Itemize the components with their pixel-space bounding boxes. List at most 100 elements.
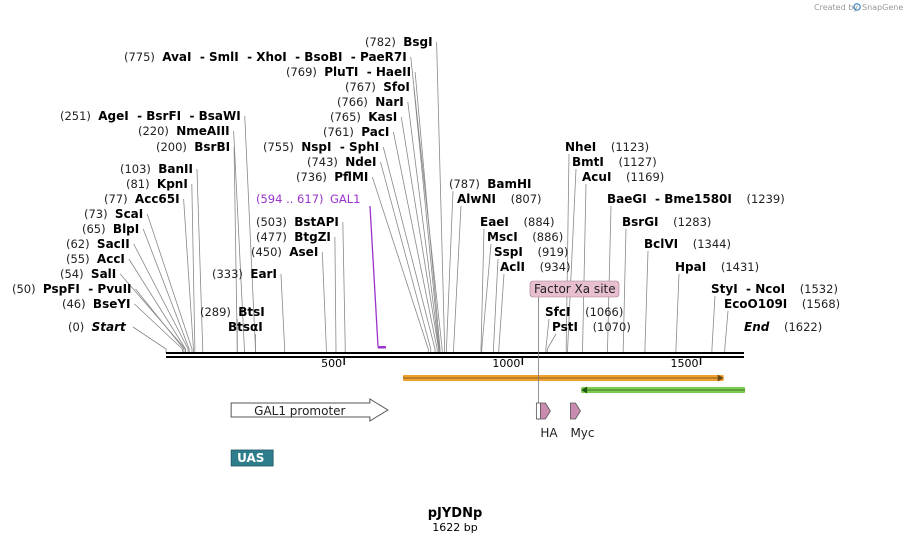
primer-gal1[interactable]: (594 .. 617) GAL1 — [256, 192, 386, 349]
site-label: BtsαI — [228, 320, 263, 334]
site-label: (65) BlpI — [82, 222, 139, 236]
site-label: (220) NmeAIII — [138, 124, 230, 138]
orf-green[interactable] — [581, 386, 746, 394]
enzyme-name[interactable]: SfcI — [545, 305, 570, 319]
enzyme-name[interactable]: AgeI — [98, 109, 128, 123]
enzyme-name[interactable]: BclVI — [644, 237, 678, 251]
site-label: (289) BtsI — [200, 305, 265, 319]
enzyme-name[interactable]: BanII — [158, 162, 193, 176]
site-position: (766) — [337, 95, 368, 109]
enzyme-name[interactable]: EcoO109I — [724, 297, 787, 311]
site-position: (77) — [104, 192, 128, 206]
enzyme-name[interactable]: HaeII — [376, 65, 411, 79]
enzyme-name[interactable]: HpaI — [675, 260, 706, 274]
site-position: (62) — [66, 237, 90, 251]
enzyme-name[interactable]: PspFI — [43, 282, 80, 296]
site-gap — [282, 245, 289, 259]
enzyme-name[interactable]: XhoI — [256, 50, 287, 64]
enzyme-name[interactable]: SmlI — [209, 50, 239, 64]
orf-orange-arrowhead — [717, 374, 724, 382]
feature-gal1-promoter[interactable]: GAL1 promoter — [230, 398, 389, 422]
enzyme-name[interactable]: BsrGI — [622, 215, 659, 229]
enzyme-name[interactable]: PaeR7I — [360, 50, 407, 64]
site-connector — [413, 86, 440, 353]
enzyme-name[interactable]: Bme1580I — [664, 192, 732, 206]
enzyme-name[interactable]: AvaI — [162, 50, 191, 64]
enzyme-name[interactable]: BsaWI — [199, 109, 241, 123]
enzyme-name[interactable]: SacII — [97, 237, 130, 251]
enzyme-name[interactable]: End — [744, 320, 770, 334]
site-position: (450) — [251, 245, 282, 259]
enzyme-name[interactable]: BlpI — [113, 222, 139, 236]
enzyme-name[interactable]: BamHI — [487, 177, 531, 191]
enzyme-name[interactable]: BsgI — [403, 35, 432, 49]
enzyme-name[interactable]: BsoBI — [304, 50, 342, 64]
ha-tag-arrow — [539, 402, 551, 420]
enzyme-name[interactable]: AseI — [289, 245, 318, 259]
enzyme-name[interactable]: PvuII — [97, 282, 131, 296]
enzyme-name[interactable]: PluTI — [324, 65, 358, 79]
site-label: (54) SalI — [60, 267, 116, 281]
enzyme-name[interactable]: BtsαI — [228, 320, 263, 334]
enzyme-name[interactable]: Start — [92, 320, 127, 334]
enzyme-name[interactable]: BaeGI — [607, 192, 647, 206]
enzyme-name[interactable]: MscI — [487, 230, 518, 244]
site-gap — [287, 230, 294, 244]
site-separator: - — [342, 50, 360, 64]
orf-orange[interactable] — [402, 374, 724, 382]
site-connector — [724, 310, 729, 353]
enzyme-name[interactable]: NheI — [565, 140, 596, 154]
feature-ha-tag[interactable]: HA — [535, 402, 558, 440]
orf-green-arrowhead — [581, 386, 588, 394]
enzyme-name[interactable]: BtgZI — [294, 230, 331, 244]
enzyme-name[interactable]: KasI — [368, 110, 397, 124]
site-connector — [196, 168, 204, 353]
enzyme-name[interactable]: PacI — [361, 125, 389, 139]
site-position: (919) — [537, 245, 568, 259]
enzyme-name[interactable]: NcoI — [755, 282, 785, 296]
enzyme-name[interactable]: ScaI — [115, 207, 143, 221]
enzyme-name[interactable]: NspI — [301, 140, 331, 154]
enzyme-name[interactable]: BstAPI — [294, 215, 339, 229]
enzyme-name[interactable]: PstI — [552, 320, 578, 334]
enzyme-name[interactable]: BsrFI — [146, 109, 181, 123]
enzyme-name[interactable]: BsrBI — [194, 140, 230, 154]
site-position: (807) — [511, 192, 542, 206]
site-connector — [446, 190, 454, 353]
enzyme-name[interactable]: SfoI — [383, 80, 410, 94]
enzyme-name[interactable]: NarI — [375, 95, 404, 109]
enzyme-name[interactable]: BseYI — [93, 297, 131, 311]
enzyme-name[interactable]: EarI — [250, 267, 277, 281]
feature-uas[interactable]: UAS — [230, 449, 274, 467]
enzyme-name[interactable]: AcuI — [582, 170, 611, 184]
enzyme-name[interactable]: StyI — [711, 282, 738, 296]
enzyme-name[interactable]: SphI — [349, 140, 379, 154]
site-position: (1066) — [585, 305, 623, 319]
enzyme-name[interactable]: AccI — [97, 252, 125, 266]
feature-myc-tag[interactable]: Myc — [570, 402, 595, 440]
site-gap — [338, 155, 345, 169]
enzyme-name[interactable]: AclI — [500, 260, 525, 274]
enzyme-name[interactable]: BmtI — [572, 155, 604, 169]
site-label: NheI (1123) — [565, 140, 649, 154]
site-label: End (1622) — [744, 320, 822, 334]
ruler-tick-label: 500 — [321, 357, 342, 370]
site-position: (1239) — [747, 192, 785, 206]
enzyme-name[interactable]: SspI — [494, 245, 523, 259]
site-label: HpaI (1431) — [675, 260, 759, 274]
enzyme-name[interactable]: AlwNI — [457, 192, 496, 206]
site-gap — [769, 320, 784, 334]
enzyme-name[interactable]: SalI — [91, 267, 116, 281]
enzyme-name[interactable]: PflMI — [334, 170, 368, 184]
enzyme-name[interactable]: BtsI — [238, 305, 265, 319]
site-label: SspI (919) — [494, 245, 568, 259]
site-connector — [711, 295, 716, 353]
site-connector — [135, 288, 185, 353]
enzyme-name[interactable]: NmeAIII — [176, 124, 229, 138]
site-label: (767) SfoI — [345, 80, 410, 94]
enzyme-name[interactable]: EaeI — [480, 215, 509, 229]
enzyme-name[interactable]: KpnI — [157, 177, 188, 191]
enzyme-name[interactable]: NdeI — [345, 155, 376, 169]
enzyme-name[interactable]: Acc65I — [135, 192, 180, 206]
feature-factor-xa[interactable]: Factor Xa site — [529, 280, 620, 420]
